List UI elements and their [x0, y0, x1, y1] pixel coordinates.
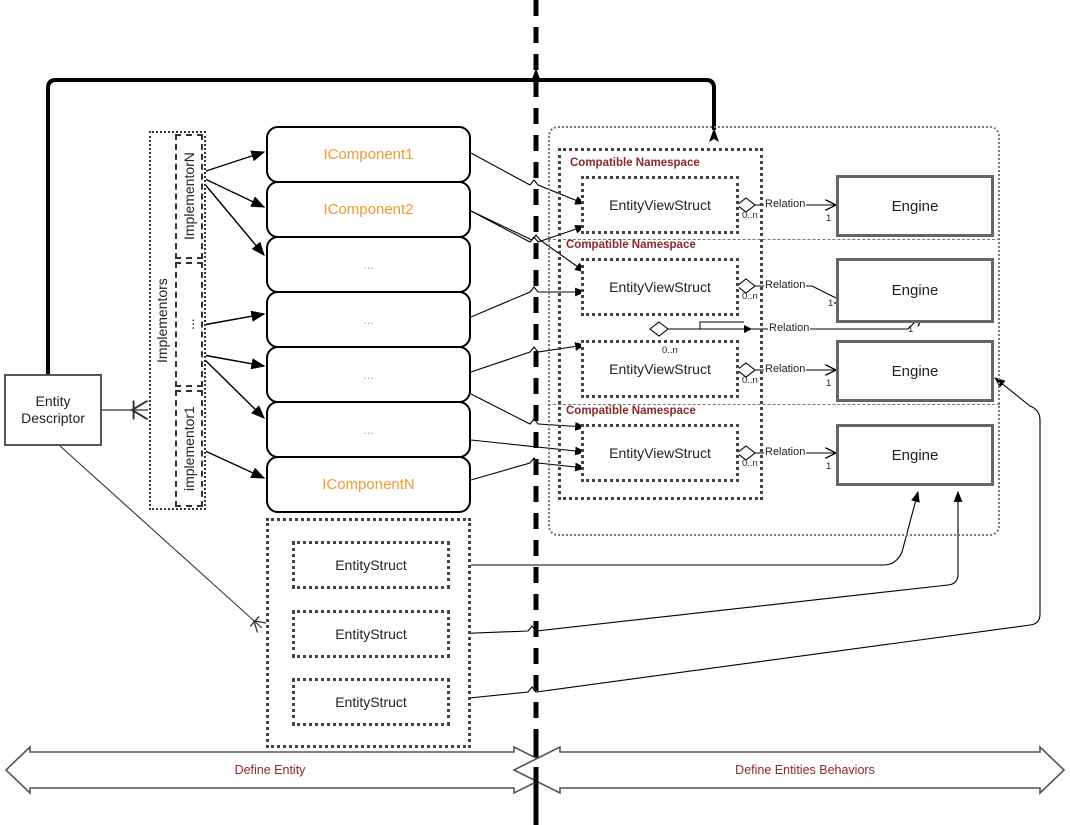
namespace-separator-2: [548, 404, 1000, 405]
engine-label: Engine: [891, 362, 939, 380]
relation-target-mult-5: 1: [826, 461, 832, 472]
namespace-separator-1: [548, 239, 1000, 240]
entity-struct-box-2[interactable]: EntityStruct: [292, 610, 450, 658]
compatible-namespace-group[interactable]: [558, 148, 763, 500]
component-label: IComponent1: [323, 146, 414, 163]
relation-label-2: Relation: [764, 279, 807, 291]
implementor-item-1[interactable]: implementor1: [175, 390, 203, 507]
entity-view-struct-box-4[interactable]: EntityViewStruct: [581, 424, 739, 482]
engine-box-4[interactable]: Engine: [836, 424, 994, 486]
component-label: ...: [363, 422, 374, 437]
implementor-item-1-label: implementor1: [181, 406, 197, 491]
entity-descriptor-line1: Entity: [35, 393, 71, 409]
relation-label-5: Relation: [764, 446, 807, 458]
component-box-1[interactable]: IComponent1: [266, 126, 471, 183]
component-label: ...: [363, 367, 374, 382]
relation-label-1: Relation: [764, 198, 807, 210]
relation-source-mult-1: 0..n: [742, 210, 758, 221]
implementor-item-ellipsis[interactable]: ...: [175, 262, 203, 387]
implementors-group-label: Implementors: [154, 278, 170, 363]
relation-source-mult-5: 0..n: [742, 458, 758, 469]
behaviors-outer-container: [548, 126, 1000, 536]
entity-struct-label: EntityStruct: [335, 626, 407, 642]
relation-target-mult-1: 1: [826, 213, 832, 224]
engine-label: Engine: [891, 282, 939, 299]
implementor-item-ellipsis-label: ...: [181, 318, 197, 331]
entity-descriptor-box[interactable]: Entity Descriptor: [4, 374, 102, 446]
component-label: IComponentN: [322, 476, 415, 493]
entity-view-struct-label: EntityViewStruct: [609, 279, 711, 295]
implementor-item-N[interactable]: ImplementorN: [175, 134, 203, 259]
component-label: ...: [363, 312, 374, 327]
implementor-item-N-label: ImplementorN: [181, 152, 197, 241]
entity-view-struct-box-2[interactable]: EntityViewStruct: [581, 258, 739, 316]
namespace-label-3: Compatible Namespace: [566, 405, 696, 417]
component-label: IComponent2: [323, 201, 414, 218]
component-box-3[interactable]: ...: [266, 236, 471, 293]
engine-box-2[interactable]: Engine: [836, 258, 994, 323]
entity-struct-box-1[interactable]: EntityStruct: [292, 541, 450, 589]
engine-box-3[interactable]: Engine: [836, 340, 994, 402]
entity-descriptor-line2: Descriptor: [21, 410, 85, 426]
namespace-label-1: Compatible Namespace: [570, 157, 700, 169]
relation-source-mult-4: 0..n: [742, 375, 758, 386]
entity-struct-label: EntityStruct: [335, 694, 407, 710]
relation-source-mult-2: 0..n: [742, 291, 758, 302]
component-box-4[interactable]: ...: [266, 291, 471, 348]
entity-view-struct-label: EntityViewStruct: [609, 361, 711, 377]
namespace-label-2: Compatible Namespace: [566, 239, 696, 251]
component-box-6[interactable]: ...: [266, 401, 471, 458]
entity-struct-box-3[interactable]: EntityStruct: [292, 678, 450, 726]
component-box-5[interactable]: ...: [266, 346, 471, 403]
engine-label: Engine: [891, 197, 939, 215]
component-box-7[interactable]: IComponentN: [266, 456, 471, 513]
relation-label-3: Relation: [768, 322, 811, 334]
entity-struct-label: EntityStruct: [335, 557, 407, 573]
band-label-define-entity: Define Entity: [234, 763, 306, 777]
relation-target-mult-3: 1: [908, 324, 914, 335]
relation-source-mult-3: 0..n: [662, 345, 678, 356]
component-label: ...: [363, 257, 374, 272]
component-box-2[interactable]: IComponent2: [266, 181, 471, 238]
engine-label: Engine: [891, 446, 939, 464]
entity-view-struct-box-3[interactable]: EntityViewStruct: [581, 340, 739, 398]
entity-view-struct-box-1[interactable]: EntityViewStruct: [581, 176, 739, 234]
relation-label-4: Relation: [764, 363, 807, 375]
engine-box-1[interactable]: Engine: [836, 175, 994, 237]
relation-target-mult-2: 1: [828, 298, 834, 309]
band-label-define-entities-behaviors: Define Entities Behaviors: [735, 763, 875, 777]
entity-view-struct-label: EntityViewStruct: [609, 197, 711, 213]
entity-view-struct-label: EntityViewStruct: [609, 445, 711, 461]
relation-target-mult-4: 1: [826, 378, 832, 389]
